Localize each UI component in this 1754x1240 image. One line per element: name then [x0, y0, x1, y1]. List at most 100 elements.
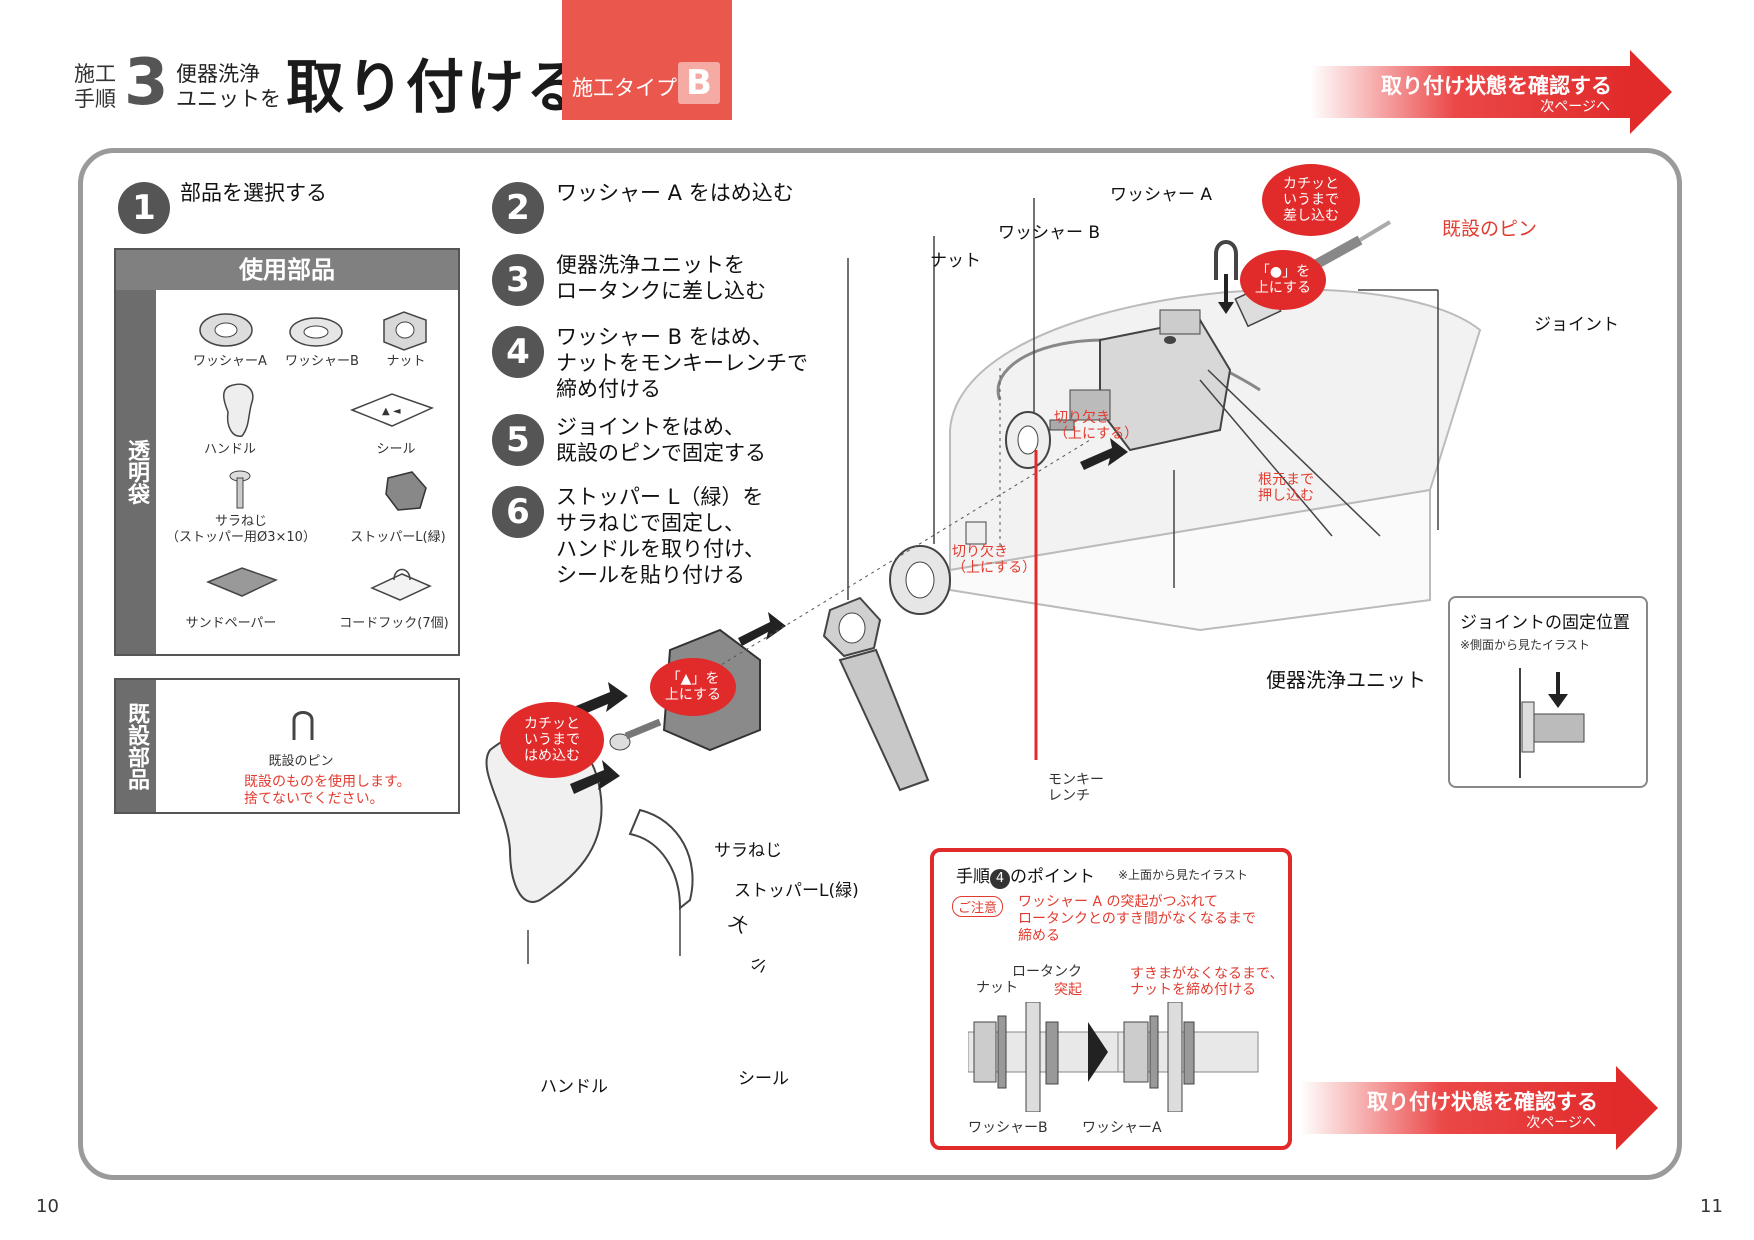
washer-a-icon [199, 313, 253, 347]
page-number-left: 10 [36, 1196, 59, 1217]
parts-panel-title: 使用部品 [116, 250, 458, 290]
part-washer-b: ワッシャーB [285, 354, 359, 369]
svg-text:▲ ◄: ▲ ◄ [382, 406, 401, 417]
label-notch-up-b: 切り欠き （上にする） [952, 544, 1037, 576]
next-page-sub: 次ページへ [1540, 99, 1610, 115]
install-type-letter: B [678, 62, 720, 104]
footer-next-sub: 次ページへ [1526, 1115, 1596, 1131]
label-flush-unit: 便器洗浄ユニット [1266, 668, 1426, 692]
step-1-badge: 1 [118, 182, 170, 234]
label-flat-screw: サラねじ [714, 841, 782, 861]
step-3-badge: 3 [492, 254, 544, 306]
washer-a-drawing [1005, 411, 1051, 469]
step-2-text: ワッシャー A をはめ込む [556, 181, 794, 205]
arrow-right-icon [1616, 1066, 1658, 1150]
install-type-badge: 施工タイプ B [562, 0, 732, 120]
parts-panel-side-label: 透明袋 [116, 290, 156, 654]
label-protrusion: 突起 [1054, 982, 1082, 998]
flush-unit-drawing [1049, 309, 1232, 452]
step-4-badge: 4 [492, 326, 544, 378]
parts-row1-icons [199, 311, 427, 351]
seal-icon: ▲ ◄ [349, 393, 435, 427]
label-point-washer-a: ワッシャーA [1082, 1120, 1162, 1136]
label-joint: ジョイント [1534, 315, 1619, 335]
part-seal: シール [376, 442, 416, 457]
arrow-icon-3 [738, 612, 786, 646]
bubble-click-fit: カチッと いうまで はめ込む [500, 702, 604, 778]
label-wrench: モンキー レンチ [1048, 772, 1104, 804]
seal-drawing [628, 808, 694, 911]
label-point-nut: ナット [976, 980, 1018, 996]
label-point-washer-b: ワッシャーB [968, 1120, 1048, 1136]
part-handle: ハンドル [203, 442, 256, 457]
existing-pin-label: 既設のピン [268, 754, 334, 769]
label-washer-b: ワッシャー B [998, 223, 1101, 243]
part-nut: ナット [386, 354, 426, 369]
play-right-icon [1088, 1022, 1108, 1082]
tank-hole-drawing [965, 521, 987, 545]
arrow-icon-1 [570, 760, 620, 794]
bubble-triangle-up: 「▲」を 上にする [650, 658, 736, 716]
existing-pin-note: 既設のものを使用します。 捨てないでください。 [244, 774, 411, 807]
direction-arrows [570, 438, 1128, 794]
washer-b-drawing [889, 545, 951, 615]
page-title: 取り付ける [286, 53, 587, 121]
leader-lines [527, 198, 1439, 964]
step-subtitle: 便器洗浄ユニットを [176, 62, 281, 111]
joint-box-note: ※側面から見たイラスト [1460, 638, 1590, 652]
point-step-badge: 4 [990, 869, 1010, 889]
step-number: 3 [124, 46, 169, 120]
caution-badge: ご注意 [952, 896, 1004, 917]
point-box-side-note: ※上面から見たイラスト [1118, 868, 1248, 882]
part-stopper-l: ストッパーL(緑) [350, 530, 446, 545]
sandpaper-icon [206, 567, 278, 597]
joint-box-title: ジョイントの固定位置 [1460, 613, 1630, 633]
step-1-text: 部品を選択する [180, 181, 327, 205]
arrow-icon-4 [1080, 438, 1128, 470]
label-nut: ナット [930, 251, 981, 271]
joint-position-drawing [1519, 668, 1585, 778]
install-type-label: 施工タイプ [572, 76, 677, 100]
label-low-tank: ロータンク [1012, 964, 1082, 980]
nut-icon [383, 311, 427, 351]
handle-icon [223, 383, 254, 437]
arrow-right-icon [1630, 50, 1672, 134]
stopper-icon [385, 471, 427, 511]
step-4-text: ワッシャー B をはめ、 ナットをモンキーレンチで 締め付ける [556, 325, 808, 401]
next-page-title: 取り付け状態を確認する [1381, 74, 1612, 98]
content-frame [78, 148, 1682, 1180]
screw-icon [229, 470, 251, 509]
tightening-comparison-drawing [968, 1002, 1259, 1112]
screw-drawing [609, 718, 662, 751]
step-6-badge: 6 [492, 486, 544, 538]
step-prefix: 施工手順 [74, 62, 116, 111]
step-5-badge: 5 [492, 414, 544, 466]
joint-position-box: ジョイントの固定位置 ※側面から見たイラスト [1448, 596, 1648, 788]
wrench-drawing [822, 596, 930, 792]
existing-parts-panel: 既設部品 既設のピン 既設のものを使用します。 捨てないでください。 [114, 678, 460, 814]
part-cord-hook: コードフック(7個) [339, 616, 449, 631]
next-page-arrow-bottom[interactable]: 取り付け状態を確認する 次ページへ [1300, 1066, 1658, 1150]
next-page-arrow-top[interactable]: 取り付け状態を確認する 次ページへ [1310, 50, 1672, 134]
bubble-click-insert: カチッと いうまで 差し込む [1262, 164, 1360, 236]
label-notch-up-a: 切り欠き （上にする） [1054, 410, 1139, 442]
label-stopper: ストッパーL(緑) [734, 881, 859, 901]
caution-text: ワッシャー A の突起がつぶれて ロータンクとのすき間がなくなるまで 締める [1018, 894, 1256, 944]
parts-panel: 使用部品 透明袋 ワッシャーA ワッシャーB ナット ▲ ◄ ハンドル シール … [114, 248, 460, 656]
arrow-icon-2 [576, 682, 628, 716]
existing-pin-drawing [1214, 240, 1238, 280]
label-washer-a: ワッシャー A [1110, 185, 1213, 205]
label-push-to-base: 根元まで 押し込む [1258, 472, 1314, 504]
parts-row4-icons [206, 567, 432, 601]
page-number-right: 11 [1700, 1196, 1723, 1217]
part-sandpaper: サンドペーパー [185, 616, 277, 631]
label-seal: シール [738, 1069, 789, 1089]
arrow-down-icon [1548, 694, 1568, 708]
label-existing-pin: 既設のピン [1442, 218, 1538, 240]
step-2-badge: 2 [492, 182, 544, 234]
parts-row3-icons [229, 470, 427, 511]
parts-row2-icons: ▲ ◄ [223, 383, 435, 437]
cord-hook-icon [370, 568, 432, 601]
